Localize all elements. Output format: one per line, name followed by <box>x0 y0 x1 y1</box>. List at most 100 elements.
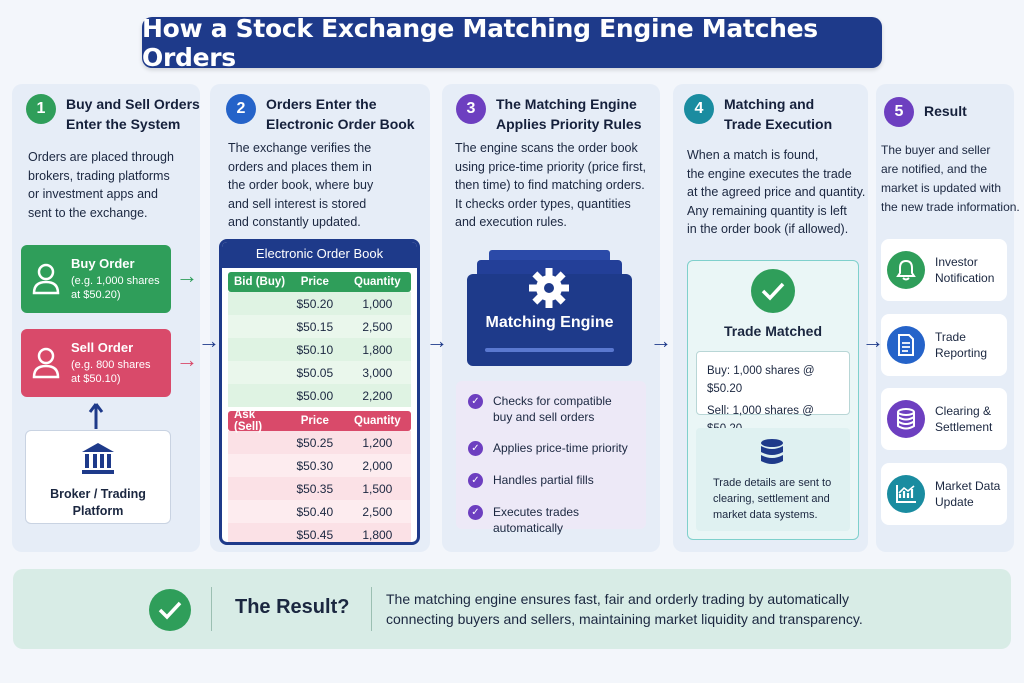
person-icon <box>21 346 71 380</box>
bell-icon <box>887 251 925 289</box>
sell-order-detail: (e.g. 800 shares at $50.10) <box>71 359 151 385</box>
page-title: How a Stock Exchange Matching Engine Mat… <box>142 13 818 72</box>
order-book-table: Electronic Order Book Bid (Buy) Price Qu… <box>219 239 420 545</box>
step-2-header: 2 Orders Enter the Electronic Order Book <box>226 94 415 134</box>
arrow-right-icon: → <box>176 347 198 372</box>
check-text: Executes trades automatically <box>493 505 580 535</box>
step-1-description: Orders are placed through brokers, tradi… <box>28 150 174 220</box>
list-item: ✓ Handles partial fills <box>468 472 594 488</box>
bid-header-row: Bid (Buy) Price Quantity <box>228 272 411 292</box>
order-book-title: Electronic Order Book <box>222 242 417 268</box>
ask-price: $50.35 <box>296 481 334 496</box>
list-item: ✓Applies price-time priority <box>468 440 628 456</box>
buy-order-label: Buy Order <box>71 256 135 271</box>
server-icon <box>467 250 632 366</box>
document-icon <box>887 326 925 364</box>
bid-header-side: Bid (Buy) <box>234 276 286 288</box>
ask-header-quantity: Quantity <box>354 415 401 427</box>
bid-price: $50.10 <box>296 342 334 357</box>
trade-note-text: Trade details are sent to clearing, sett… <box>713 477 832 521</box>
result-clearing-settlement: Clearing & Settlement <box>881 388 1007 450</box>
engine-checks-list: ✓ Checks for compatible buy and sell orde… <box>456 381 646 535</box>
step-4-title: Matching and Trade Execution <box>724 96 833 132</box>
ask-price: $50.30 <box>296 458 334 473</box>
result-market-data-update: Market Data Update <box>881 463 1007 525</box>
arrow-up-icon <box>88 402 104 435</box>
result-footer: The Result? The matching engine ensures … <box>13 569 1011 649</box>
ask-header-price: Price <box>300 415 329 427</box>
table-row: $50.05 3,000 <box>228 361 411 384</box>
ask-quantity: 1,200 <box>362 435 393 450</box>
list-item: ✓ Checks for compatible buy and sell orde… <box>468 393 612 425</box>
step-3-title: The Matching Engine Applies Priority Rul… <box>496 96 642 132</box>
table-row: $50.40 2,500 <box>228 500 411 523</box>
bid-price: $50.00 <box>296 388 334 403</box>
ask-header-row: Ask (Sell) Price Quantity <box>228 409 411 433</box>
trade-matched-title: Trade Matched <box>723 323 823 339</box>
step-3-number: 3 <box>456 94 486 124</box>
database-icon <box>887 400 925 438</box>
step-2-number: 2 <box>226 94 256 124</box>
check-icon: ✓ <box>468 473 483 488</box>
step-1-title: Buy and Sell Orders Enter the System <box>66 96 200 132</box>
step-5-description: The buyer and seller are notified, and t… <box>881 143 1020 214</box>
divider <box>371 587 372 631</box>
bid-quantity: 2,200 <box>362 388 393 403</box>
buy-order-detail: (e.g. 1,000 shares at $50.20) <box>71 275 160 301</box>
bid-quantity: 1,000 <box>362 296 393 311</box>
arrow-right-icon: → <box>176 263 198 288</box>
step-3-header: 3 The Matching Engine Applies Priority R… <box>456 94 641 134</box>
ask-quantity: 2,000 <box>362 458 393 473</box>
step-3-description: The engine scans the order book using pr… <box>455 141 647 229</box>
arrow-right-icon: → <box>862 328 884 353</box>
matching-engine-block: Matching Engine <box>467 248 632 366</box>
ask-price: $50.40 <box>296 504 334 519</box>
bid-price: $50.20 <box>296 296 334 311</box>
trade-buy-line: Buy: 1,000 shares @ $50.20 <box>707 365 815 395</box>
check-icon: ✓ <box>468 505 483 520</box>
check-text: Handles partial fills <box>493 473 594 487</box>
ask-quantity: 1,500 <box>362 481 393 496</box>
broker-platform-card: Broker / Trading Platform <box>25 430 171 524</box>
ask-header-side: Ask (Sell) <box>234 409 263 433</box>
result-label: Trade Reporting <box>935 330 988 360</box>
table-row: $50.35 1,500 <box>228 477 411 500</box>
result-trade-reporting: Trade Reporting <box>881 314 1007 376</box>
database-icon <box>759 438 785 471</box>
step-4-number: 4 <box>684 94 714 124</box>
step-2-title: Orders Enter the Electronic Order Book <box>266 96 415 132</box>
bid-quantity: 2,500 <box>362 319 393 334</box>
check-icon: ✓ <box>468 394 483 409</box>
footer-heading: The Result? <box>235 596 350 618</box>
check-circle-icon <box>149 589 191 631</box>
person-icon <box>21 262 71 296</box>
step-4-header: 4 Matching and Trade Execution <box>684 94 832 134</box>
sell-order-label: Sell Order <box>71 340 134 355</box>
chart-icon <box>887 475 925 513</box>
trade-matched-panel: Trade Matched Buy: 1,000 shares @ $50.20… <box>687 260 859 540</box>
step-5-number: 5 <box>884 97 914 127</box>
bid-price: $50.15 <box>296 319 334 334</box>
result-label: Investor Notification <box>935 255 995 285</box>
step-4-description: When a match is found, the engine execut… <box>687 148 866 236</box>
step-5-title: Result <box>924 103 967 119</box>
bid-price: $50.05 <box>296 365 334 380</box>
check-circle-icon <box>751 269 795 313</box>
table-row: $50.00 2,200 <box>228 384 411 407</box>
ask-quantity: 2,500 <box>362 504 393 519</box>
ask-quantity: 1,800 <box>362 527 393 542</box>
check-text: Checks for compatible buy and sell order… <box>493 394 612 424</box>
bid-quantity: 3,000 <box>362 365 393 380</box>
broker-label: Broker / Trading Platform <box>50 487 146 518</box>
check-text: Applies price-time priority <box>493 441 628 455</box>
table-row: $50.15 2,500 <box>228 315 411 338</box>
title-banner: How a Stock Exchange Matching Engine Mat… <box>142 14 882 72</box>
footer-text: The matching engine ensures fast, fair a… <box>386 591 863 627</box>
result-label: Clearing & Settlement <box>935 404 993 434</box>
step-2-description: The exchange verifies the orders and pla… <box>228 141 374 229</box>
result-label: Market Data Update <box>935 479 1001 509</box>
divider <box>211 587 212 631</box>
